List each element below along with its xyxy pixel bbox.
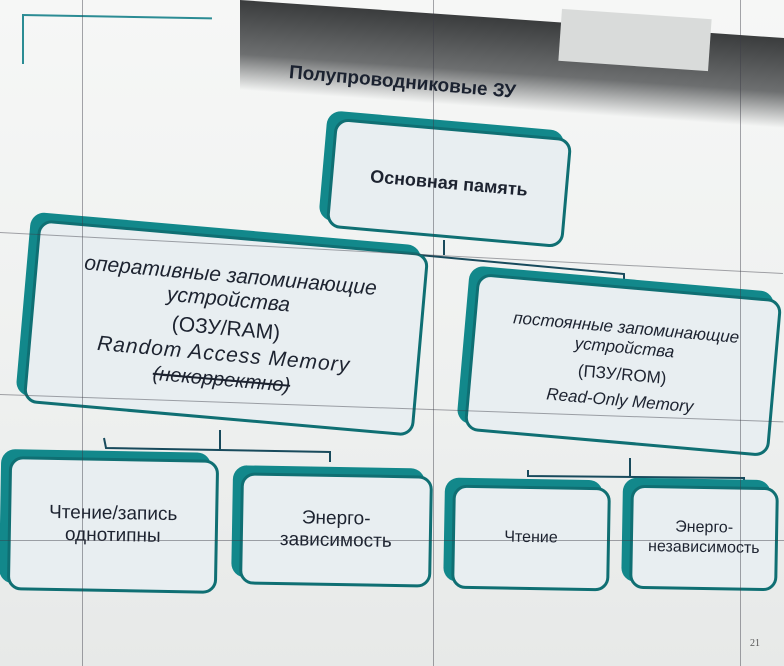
- read-write-line2: однотипны: [64, 524, 161, 547]
- connector-ram-bar: [103, 437, 331, 462]
- rom-abbr: (ПЗУ/ROM): [577, 361, 668, 388]
- screen-grid-line: [0, 540, 784, 541]
- volatile-line1: Энерго-: [301, 507, 371, 530]
- read-write-box: Чтение/запись однотипны: [6, 456, 220, 594]
- rom-box: постоянные запоминающие устройства (ПЗУ/…: [463, 272, 783, 458]
- main-memory-label: Основная память: [369, 165, 529, 200]
- screen-grid-line: [433, 0, 434, 666]
- connector-rom-bar: [527, 470, 745, 486]
- page-number: 21: [750, 638, 760, 649]
- nonvolatile-line1: Энерго-: [675, 518, 734, 537]
- volatile-box: Энерго- зависимость: [239, 472, 433, 588]
- read-write-line1: Чтение/запись: [48, 501, 178, 526]
- nonvolatile-box: Энерго- независимость: [629, 484, 779, 592]
- corner-accent-line: [22, 14, 24, 64]
- read-only-label: Чтение: [504, 528, 558, 547]
- screen-grid-line: [740, 0, 741, 666]
- read-only-box: Чтение: [451, 484, 611, 592]
- screen-grid-line: [82, 0, 83, 666]
- connector-main-bar: [235, 230, 625, 284]
- main-memory-box: Основная память: [325, 117, 573, 249]
